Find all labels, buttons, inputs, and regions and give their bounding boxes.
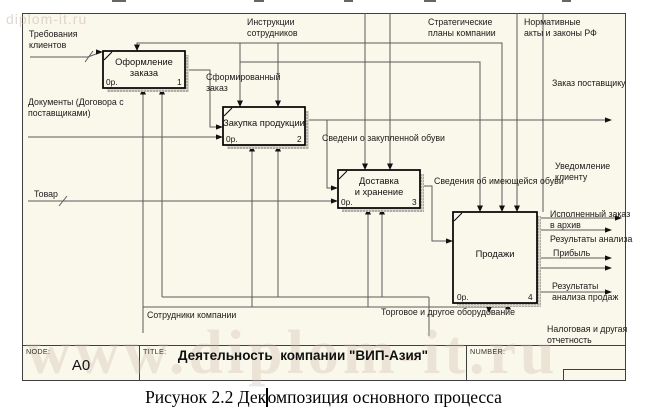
caption-text-before: Рисунок 2.2 Дек xyxy=(145,387,267,407)
number-cell-box xyxy=(563,369,626,381)
page-edge-dash xyxy=(344,0,353,2)
watermark-bottom: www.diplom-it.ru xyxy=(26,319,559,387)
box-1-number: 1 xyxy=(177,77,182,87)
box-3-cost: 0р. xyxy=(341,197,353,207)
activity-box-1 xyxy=(102,50,186,89)
activity-box-4 xyxy=(452,211,538,304)
activity-boxes xyxy=(102,50,541,307)
number-label: NUMBER: xyxy=(470,347,506,356)
page-edge-dash xyxy=(254,0,264,2)
box-2-title: Закупка продукции xyxy=(223,118,305,129)
title-value: Деятельность компании "ВИП-Азия" xyxy=(177,348,429,363)
arrow-label-strategicheskie: Стратегические планы компании xyxy=(428,17,496,38)
box-1-cost: 0р. xyxy=(106,77,118,87)
box-4-number: 4 xyxy=(528,292,533,302)
arrow-label-dokumenty: Документы (Договора с поставщиками) xyxy=(28,97,124,118)
arrow-label-instrukcii: Инструкции сотрудников xyxy=(247,17,298,38)
figure-caption[interactable]: Рисунок 2.2 Декомпозиция основного проце… xyxy=(0,387,647,408)
watermark-top: diplom-it.ru xyxy=(6,11,88,27)
box-4-cost: 0р. xyxy=(457,292,469,302)
arrow-label-rezultaty-prodazh: Результаты анализа продаж xyxy=(552,281,619,302)
page-edge-dash xyxy=(112,0,126,2)
box-3-title: Доставка и хранение xyxy=(354,175,404,197)
caption-text-after: омпозиция основного процесса xyxy=(267,387,502,407)
box-2-number: 2 xyxy=(297,134,302,144)
arrow-label-zakaz-postavshchiku: Заказ поставщику xyxy=(552,78,626,88)
text-caret xyxy=(266,388,268,407)
box-4-title: Продажи xyxy=(475,249,515,260)
arrow-label-sformirovannyy: Сформированный заказ xyxy=(206,72,281,93)
arrow-label-trebovaniya: Требования клиентов xyxy=(29,29,78,50)
node-label: NODE: xyxy=(26,347,51,356)
arrowheads xyxy=(96,44,622,313)
arrow-label-torgovoe: Торговое и другое оборудование xyxy=(381,307,515,317)
arrow-label-normativnye: Нормативные акты и законы РФ xyxy=(524,17,597,38)
arrow-label-sotrudniki: Сотрудники компании xyxy=(147,310,237,320)
arrow-label-svedeniya-imeyushcheysya: Сведения об имеющейся обуви xyxy=(434,176,564,186)
page-edge-dash xyxy=(562,0,571,2)
activity-box-2 xyxy=(222,106,306,146)
arrow-label-tovar: Товар xyxy=(34,189,58,199)
arrow-label-rezultaty-analiza: Результаты анализа xyxy=(550,234,633,244)
arrow-label-svedeni-zakuplennoy: Сведени о закупленной обуви xyxy=(322,133,445,143)
box-1-title: Оформление заказа xyxy=(115,56,173,78)
arrow-label-ispolnennyy: Исполненный заказ в архив xyxy=(550,209,631,230)
activity-box-3 xyxy=(337,169,421,209)
arrow-label-uvedomlenie: Уведомление клиенту xyxy=(555,161,611,182)
node-value: A0 xyxy=(71,357,91,374)
arrow-label-pribyl: Прибыль xyxy=(553,248,591,258)
title-label: TITLE: xyxy=(143,347,167,356)
arrow-label-nalogovaya: Налоговая и другая отчетность xyxy=(547,324,628,345)
box-2-cost: 0р. xyxy=(226,134,238,144)
box-corner-notches xyxy=(103,51,463,222)
page-edge-dash xyxy=(424,0,436,2)
box-3-number: 3 xyxy=(412,197,417,207)
